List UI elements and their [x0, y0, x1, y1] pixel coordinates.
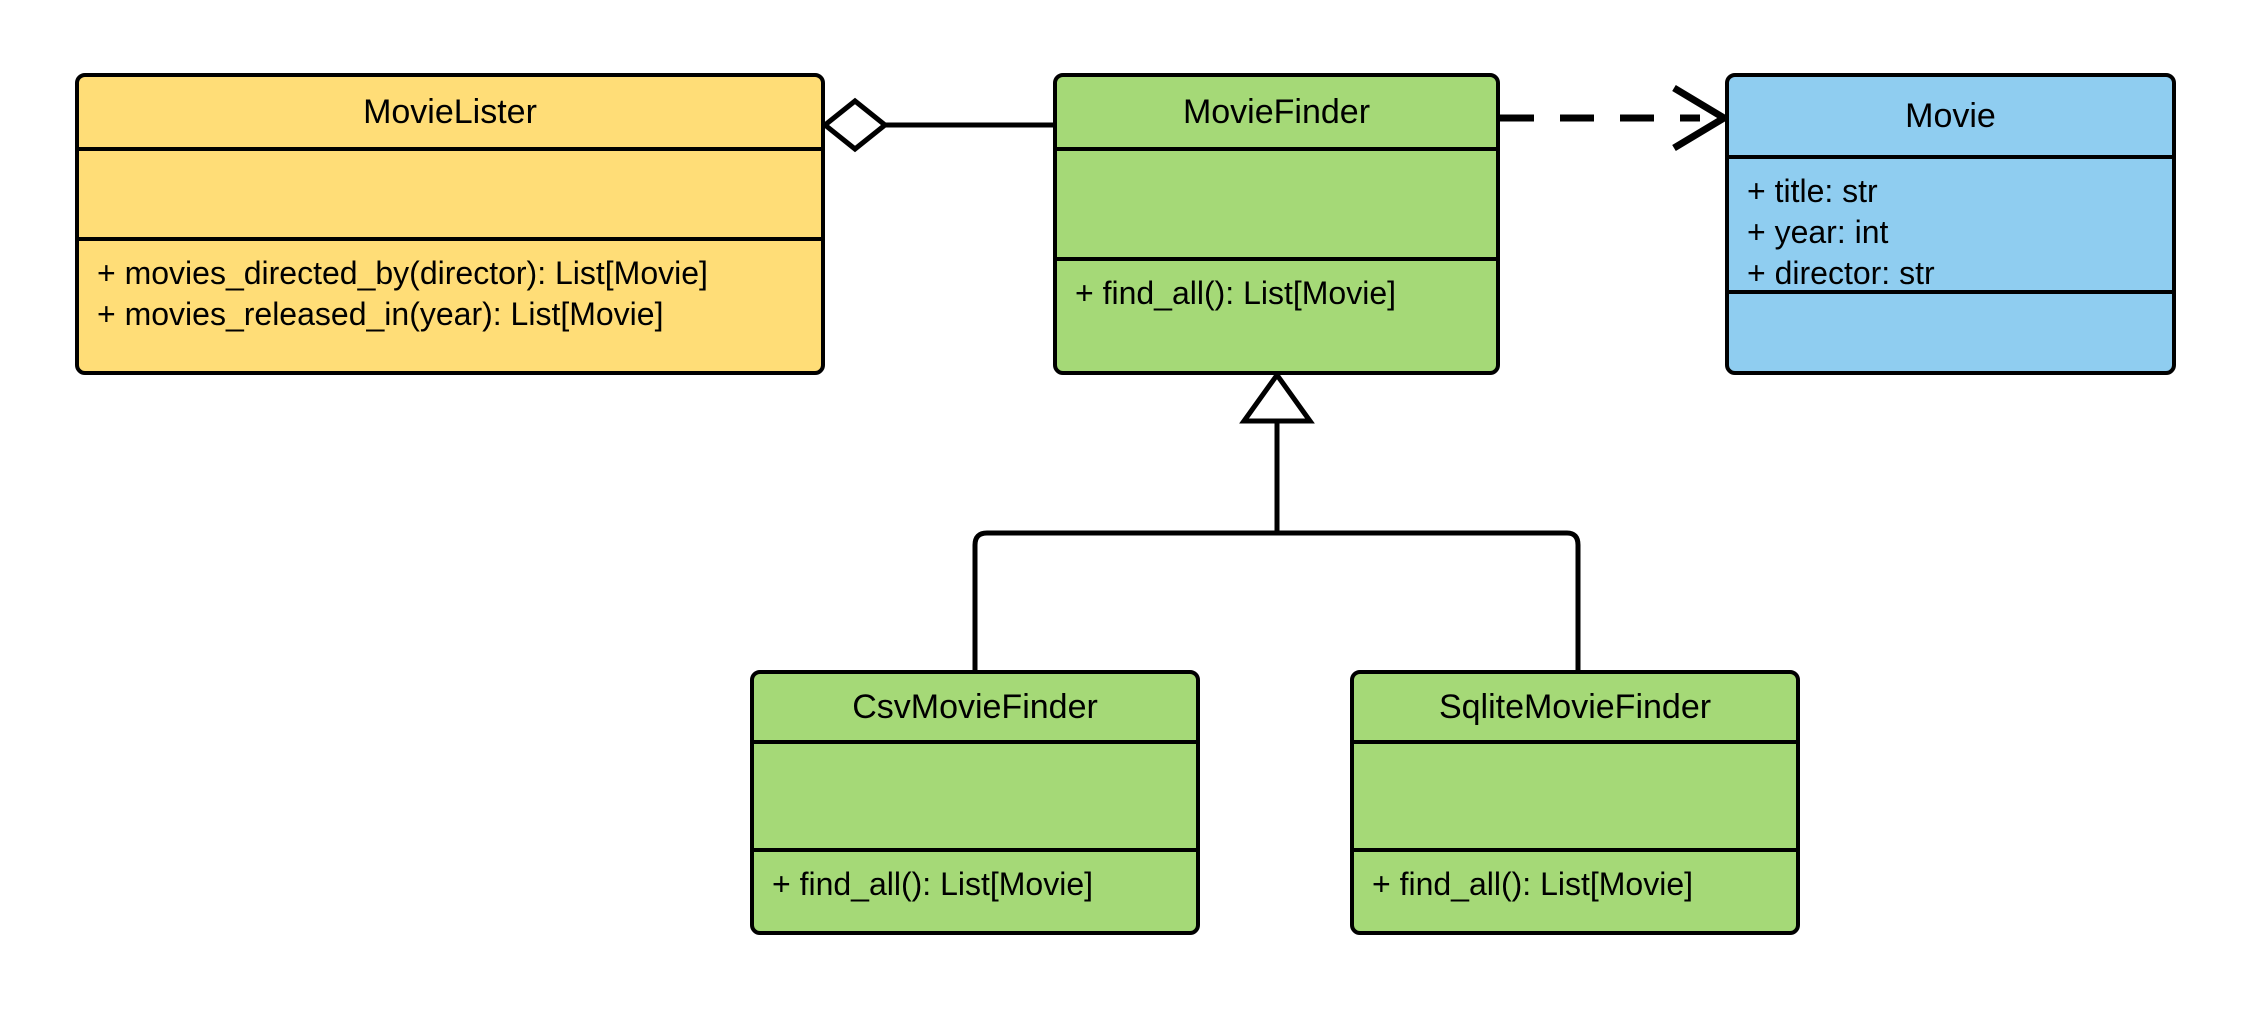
hollow-triangle-icon	[1239, 370, 1315, 424]
compartment-divider	[754, 740, 1196, 744]
class-name-movie: Movie	[1905, 97, 1996, 135]
method-line: + find_all(): List[Movie]	[1372, 866, 1694, 902]
attributes-compartment-moviefinder	[1057, 151, 1496, 257]
compartment-divider	[1354, 740, 1796, 744]
edge-generalization-tree	[972, 370, 1581, 670]
compartment-divider	[1729, 290, 2172, 294]
generalization-bus	[972, 530, 1581, 670]
compartment-divider	[754, 848, 1196, 852]
compartment-divider	[79, 237, 821, 241]
compartment-divider	[1729, 155, 2172, 159]
class-name-sqlitemoviefinder: SqliteMovieFinder	[1438, 688, 1712, 726]
class-box-moviefinder[interactable]: MovieFinder + find_all(): List[Movie]	[1053, 73, 1500, 375]
methods-compartment-csvmoviefinder: + find_all(): List[Movie]	[754, 852, 1196, 905]
edge-dependency-finder-movie	[1500, 84, 1731, 152]
methods-compartment-moviefinder: + find_all(): List[Movie]	[1057, 261, 1496, 314]
class-box-movie[interactable]: Movie + title: str + year: int + directo…	[1725, 73, 2176, 375]
method-line: + find_all(): List[Movie]	[772, 866, 1094, 902]
method-line: + movies_directed_by(director): List[Mov…	[97, 255, 708, 291]
attribute-line: + year: int	[1747, 213, 1889, 250]
class-name-csvmoviefinder: CsvMovieFinder	[852, 688, 1098, 726]
attributes-compartment-movie: + title: str + year: int + director: str	[1729, 159, 2172, 290]
class-box-sqlitemoviefinder[interactable]: SqliteMovieFinder + find_all(): List[Mov…	[1350, 670, 1800, 935]
hollow-diamond-icon	[820, 97, 890, 153]
class-name-moviefinder: MovieFinder	[1182, 93, 1371, 131]
compartment-divider	[1057, 257, 1496, 261]
attributes-compartment-csvmoviefinder	[754, 744, 1196, 848]
attribute-line: + director: str	[1747, 254, 1935, 290]
method-line: + find_all(): List[Movie]	[1075, 275, 1397, 311]
class-box-csvmoviefinder[interactable]: CsvMovieFinder + find_all(): List[Movie]	[750, 670, 1200, 935]
method-line: + movies_released_in(year): List[Movie]	[97, 295, 664, 332]
attributes-compartment-movielister	[79, 151, 821, 237]
compartment-divider	[79, 147, 821, 151]
class-box-movielister[interactable]: MovieLister + movies_directed_by(directo…	[75, 73, 825, 375]
methods-compartment-movielister: + movies_directed_by(director): List[Mov…	[79, 241, 821, 335]
open-arrowhead-icon	[1672, 84, 1731, 152]
attribute-line: + title: str	[1747, 173, 1878, 209]
class-name-movielister: MovieLister	[363, 93, 537, 131]
edge-aggregation-lister-finder	[820, 97, 1053, 153]
methods-compartment-sqlitemoviefinder: + find_all(): List[Movie]	[1354, 852, 1796, 905]
attributes-compartment-sqlitemoviefinder	[1354, 744, 1796, 848]
compartment-divider	[1057, 147, 1496, 151]
compartment-divider	[1354, 848, 1796, 852]
